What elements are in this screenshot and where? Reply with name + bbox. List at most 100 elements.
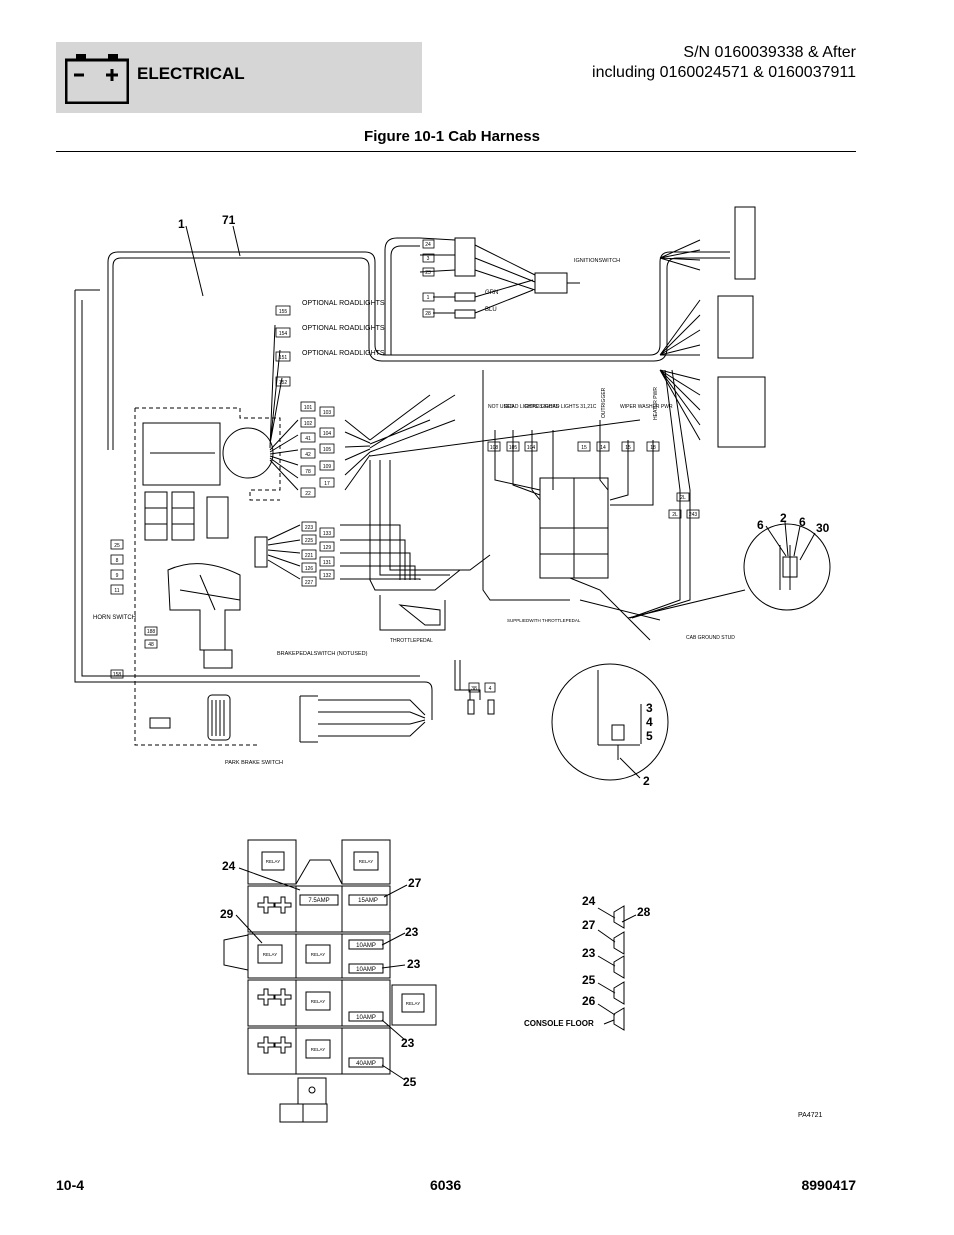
label-road-lights: ROAD LIGHTS (525, 404, 560, 410)
label-supplied-with-throttle: SUPPLIEDWITH THROTTLEPEDAL (507, 618, 581, 623)
battery-icon (65, 54, 129, 104)
relay-label: RELAY (311, 1047, 325, 1052)
wire-tag-lower: 221 (305, 553, 314, 559)
wire-tag-151: 151 (279, 355, 288, 361)
wire-tag-r: 2L (672, 512, 678, 518)
header-rule (56, 151, 856, 152)
wire-tag-lower: 225 (305, 538, 314, 544)
callout-27: 27 (582, 918, 596, 932)
callout-25: 25 (582, 973, 596, 987)
fuse-label: 7.5AMP (308, 898, 329, 904)
callout-4: 4 (646, 715, 653, 729)
label-heater-pwr: HEATER PWR (653, 387, 659, 420)
wire-tag-relay: 104 (527, 445, 536, 451)
wire-tag-col: 15 (625, 445, 631, 451)
callout-6: 6 (799, 515, 806, 529)
callout-2: 2 (780, 511, 787, 525)
callout-3: 3 (646, 701, 653, 715)
wire-tag-r: 243 (689, 512, 698, 518)
callout-29: 29 (220, 907, 234, 921)
label-brake-pedal-switch: BRAKEPEDALSWITCH (NOTUSED) (277, 651, 368, 657)
fuse-label: 10AMP (356, 1015, 376, 1021)
wire-tag-left: 102 (304, 421, 313, 427)
serial-number-line-2: including 0160024571 & 0160037911 (592, 64, 856, 81)
wire-tag-switch: 25 (114, 543, 120, 549)
relay-label: RELAY (263, 952, 277, 957)
wire-tag-lower: 227 (305, 580, 314, 586)
wire-tag-relay: 105 (509, 445, 518, 451)
label-not-used: NOT USED (488, 404, 514, 410)
label-road-lights-31: ROAD LIGHTS 31,21C (545, 404, 597, 410)
wire-tag-right: 109 (323, 464, 332, 470)
relay-label: RELAY (311, 952, 325, 957)
wire-tag-lower-r: 129 (323, 545, 332, 551)
wire-tag-relay: 108 (490, 445, 499, 451)
figure-title: Figure 10-1 Cab Harness (364, 128, 540, 145)
wire-tag-left: 101 (304, 405, 313, 411)
callout-5: 5 (646, 729, 653, 743)
drawing-id: PA4721 (798, 1112, 822, 1119)
label-console-floor: CONSOLE FLOOR (524, 1019, 594, 1028)
wire-tag-bottom: 158 (113, 672, 122, 678)
wire-tag-155: 155 (279, 309, 288, 315)
wire-tag-1: 1 (427, 295, 430, 301)
wire-tag-38: 38 (471, 686, 477, 692)
fuse-label: 15AMP (358, 898, 378, 904)
relay-label: RELAY (359, 859, 373, 864)
relay-label: RELAY (311, 999, 325, 1004)
fuse-label: 10AMP (356, 943, 376, 949)
relay-label: RELAY (266, 859, 280, 864)
wire-tag-horn: 188 (147, 629, 156, 635)
wire-tag-lower-r: 131 (323, 560, 332, 566)
label-horn-switch: HORN SWITCH (93, 615, 136, 621)
wire-tag-lower: 223 (305, 525, 314, 531)
label-park-brake-switch: PARK BRAKE SWITCH (225, 760, 283, 766)
wire-tag-switch: 11 (114, 588, 119, 594)
label-throttle-pedal: THROTTLEPEDAL (390, 638, 433, 644)
wire-tag-lower-r: 133 (323, 531, 332, 537)
label-grn: GRN (485, 290, 498, 296)
fuse-label: 40AMP (356, 1061, 376, 1067)
wire-tag-right: 17 (324, 481, 330, 487)
wire-tag-left: 22 (305, 491, 311, 497)
relay-label: RELAY (406, 1001, 420, 1006)
wire-tag-switch: 8 (116, 558, 119, 564)
wire-tag-left: 41 (305, 436, 311, 442)
wire-tag-3: 3 (427, 256, 430, 262)
footer-part-number: 8990417 (801, 1177, 856, 1193)
callout-1: 1 (178, 217, 185, 231)
wire-tag-col: 14 (600, 445, 606, 451)
footer-model: 6036 (430, 1177, 462, 1193)
label-blu: BLU (485, 307, 497, 313)
label-ignition-switch: IGNITIONSWITCH (574, 258, 620, 264)
label-road-lights-32: ROAD LIGHTS 32 (504, 404, 545, 410)
wire-tag-28: 28 (425, 311, 431, 317)
label-wiper-washer: WIPER WASHER PWR (620, 404, 673, 410)
wire-tag-left: 42 (305, 452, 311, 458)
callout-25: 25 (403, 1075, 417, 1089)
wire-tag-switch: 9 (116, 573, 119, 579)
callout-28: 28 (637, 905, 651, 919)
callout-71: 71 (222, 213, 236, 227)
callout-23: 23 (407, 957, 421, 971)
wire-tag-4: 4 (489, 686, 492, 692)
footer-page-number: 10-4 (56, 1177, 85, 1193)
fuse-label: 10AMP (356, 967, 376, 973)
wire-tag-lower: 126 (305, 566, 314, 572)
wire-tag-horn: 48 (148, 642, 154, 648)
callout-2: 2 (643, 774, 650, 788)
callout-26: 26 (582, 994, 596, 1008)
wire-tag-right: 103 (323, 410, 332, 416)
serial-number-line-1: S/N 0160039338 & After (683, 44, 856, 61)
header-banner (56, 42, 422, 113)
section-title: ELECTRICAL (137, 64, 245, 83)
callout-23: 23 (401, 1036, 415, 1050)
wire-tag-lower-r: 132 (323, 573, 332, 579)
wire-tag-right: 104 (323, 431, 332, 437)
wire-tag-r: 2L (680, 495, 686, 501)
callout-24: 24 (582, 894, 596, 908)
callout-30: 30 (816, 521, 830, 535)
wire-tag-col: 15 (581, 445, 587, 451)
label-optional-roadlights-2: OPTIONAL ROADLIGHTS (302, 325, 385, 332)
